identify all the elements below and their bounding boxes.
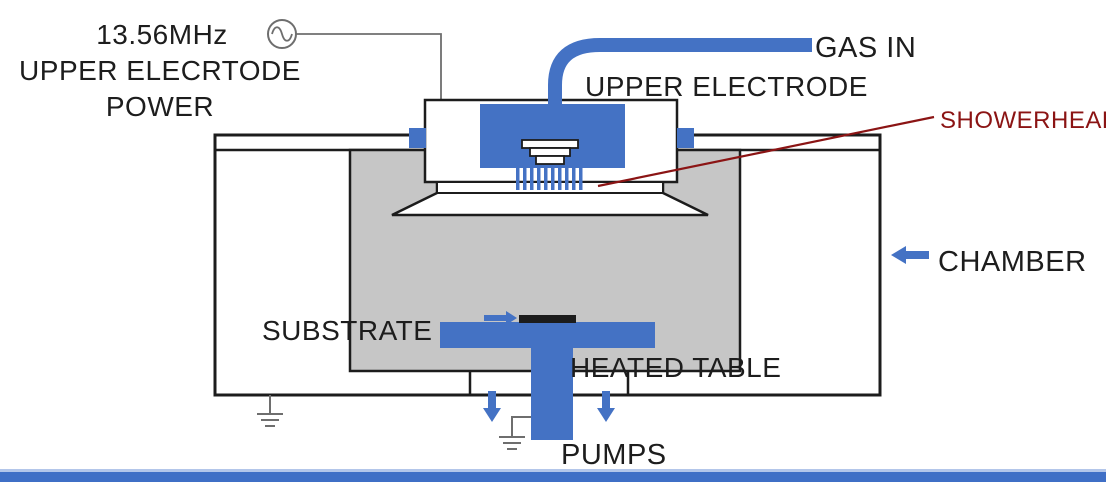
- heated-table-top: [440, 322, 655, 348]
- bottom-bar: [0, 472, 1106, 482]
- gas-baffle: [521, 139, 579, 165]
- power-wire: [296, 33, 442, 101]
- substrate-bar: [519, 315, 576, 323]
- substrate-arrow: [484, 311, 517, 325]
- chamber-arrow: [891, 246, 929, 264]
- substrate-label: SUBSTRATE: [262, 315, 432, 346]
- gas-in-label: GAS IN: [815, 32, 916, 64]
- showerhead-flange: [436, 181, 664, 194]
- pump-arrow-left: [483, 391, 501, 422]
- showerhead-pointer-line: [597, 115, 935, 188]
- pump-arrow-right: [597, 391, 615, 422]
- insulator-left: [409, 128, 426, 148]
- gas-pipe: [548, 38, 812, 150]
- bottom-bar-highlight: [0, 469, 1106, 472]
- ground-icon-center: [499, 416, 531, 450]
- showerhead-label: SHOWERHEAD: [940, 107, 1106, 134]
- pumps-label: PUMPS: [561, 439, 667, 471]
- ground-icon-left: [257, 395, 283, 427]
- heated-table-label: HEATED TABLE: [570, 352, 781, 383]
- power-label-line1: 13.56MHz: [96, 19, 228, 50]
- insulator-right: [677, 128, 694, 148]
- power-label-line3: POWER: [106, 91, 214, 122]
- power-label-line2: UPPER ELECRTODE: [19, 55, 301, 86]
- upper-electrode-label: UPPER ELECTRODE: [585, 71, 868, 102]
- showerhead-teeth: [516, 167, 583, 190]
- ac-source-icon: [267, 19, 297, 49]
- heated-table-stem: [531, 345, 573, 440]
- chamber-label: CHAMBER: [938, 246, 1087, 278]
